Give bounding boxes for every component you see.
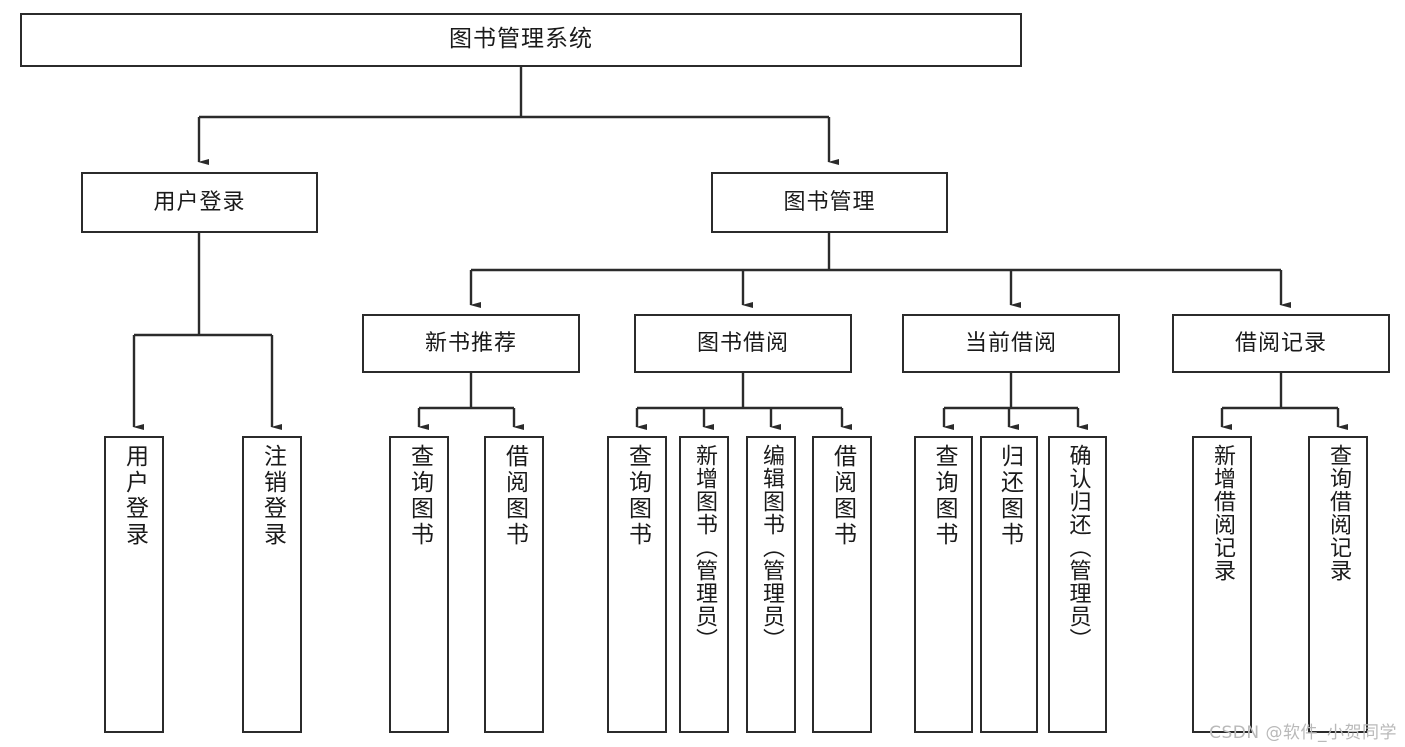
node-leaf-query-book-3[interactable]: 查询图书 — [914, 436, 973, 733]
node-label: 用户登录 — [121, 444, 148, 548]
node-label: 图书借阅 — [696, 330, 789, 356]
node-leaf-borrow-book-2[interactable]: 借阅图书 — [812, 436, 872, 733]
node-leaf-return-book[interactable]: 归还图书 — [980, 436, 1038, 733]
node-label: 归还图书 — [996, 444, 1023, 548]
node-label: 确认归还（管理员） — [1065, 444, 1091, 651]
node-leaf-edit-book[interactable]: 编辑图书（管理员） — [746, 436, 796, 733]
node-new-book-recommend[interactable]: 新书推荐 — [362, 314, 580, 373]
node-leaf-user-login[interactable]: 用户登录 — [104, 436, 164, 733]
node-label: 查询图书 — [931, 444, 957, 548]
node-leaf-query-book-2[interactable]: 查询图书 — [607, 436, 667, 733]
node-label: 借阅记录 — [1234, 330, 1327, 356]
node-leaf-borrow-book-1[interactable]: 借阅图书 — [484, 436, 544, 733]
node-leaf-confirm-return[interactable]: 确认归还（管理员） — [1048, 436, 1107, 733]
node-label: 新增借阅记录 — [1210, 444, 1235, 582]
node-label: 查询图书 — [624, 444, 651, 548]
node-leaf-add-book[interactable]: 新增图书（管理员） — [679, 436, 729, 733]
node-label: 当前借阅 — [964, 330, 1057, 356]
node-leaf-add-record[interactable]: 新增借阅记录 — [1192, 436, 1252, 733]
node-user-login[interactable]: 用户登录 — [81, 172, 318, 233]
watermark: CSDN @软件_小贺同学 — [1209, 723, 1397, 743]
node-label: 用户登录 — [153, 189, 246, 215]
node-root-book-management-system[interactable]: 图书管理系统 — [20, 13, 1022, 67]
node-leaf-query-record[interactable]: 查询借阅记录 — [1308, 436, 1368, 733]
node-borrow-record[interactable]: 借阅记录 — [1172, 314, 1390, 373]
node-book-manage[interactable]: 图书管理 — [711, 172, 948, 233]
node-label: 图书管理系统 — [449, 26, 593, 53]
node-label: 图书管理 — [783, 189, 876, 215]
node-book-borrow[interactable]: 图书借阅 — [634, 314, 852, 373]
node-label: 新增图书（管理员） — [692, 444, 717, 651]
node-leaf-query-book-1[interactable]: 查询图书 — [389, 436, 449, 733]
node-leaf-logout[interactable]: 注销登录 — [242, 436, 302, 733]
node-label: 新书推荐 — [424, 330, 517, 356]
node-label: 注销登录 — [259, 444, 286, 548]
node-current-borrow[interactable]: 当前借阅 — [902, 314, 1120, 373]
node-label: 查询借阅记录 — [1326, 444, 1351, 582]
node-label: 借阅图书 — [501, 444, 528, 548]
node-label: 借阅图书 — [829, 444, 856, 548]
node-label: 编辑图书（管理员） — [759, 444, 784, 651]
node-label: 查询图书 — [406, 444, 433, 548]
